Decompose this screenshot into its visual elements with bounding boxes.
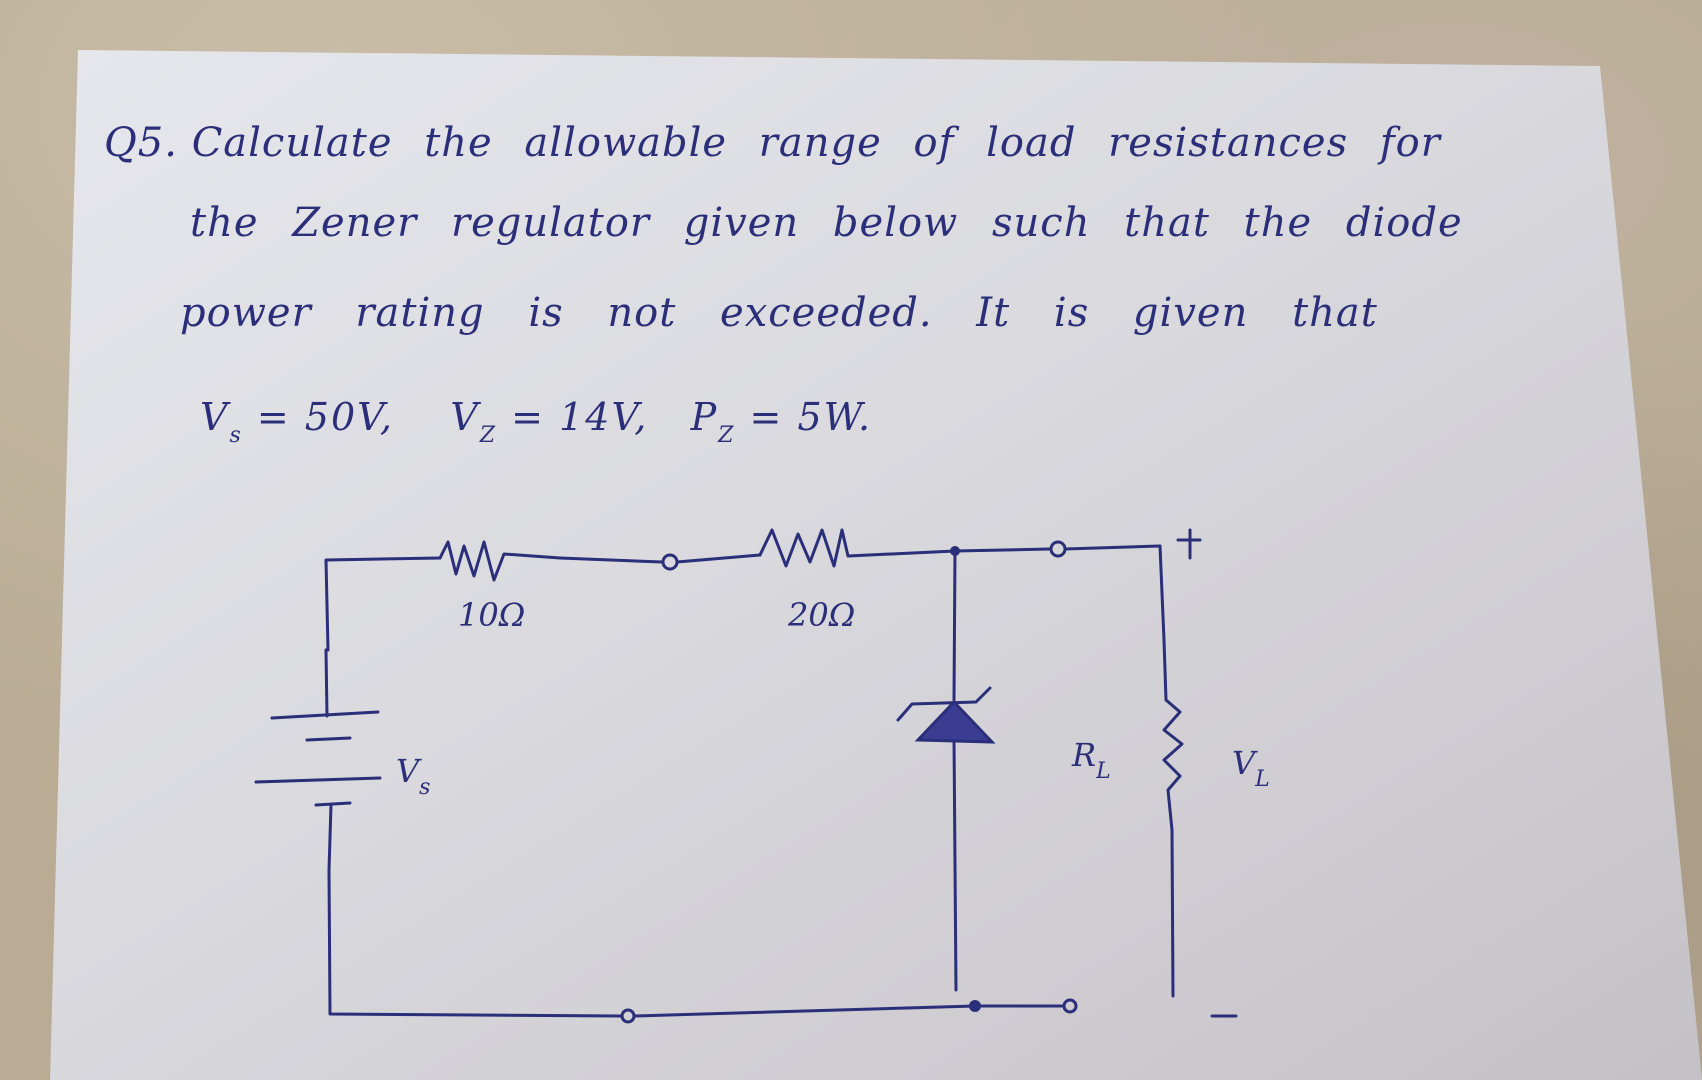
question-line-1: Q5. Calculate the allowable range of loa… [104,120,1441,166]
load-voltage-label: VL [1232,744,1270,792]
load-resistor-rl [1162,698,1184,832]
load-resistance-symbol: R [1072,736,1097,774]
wire-top-right-1 [953,547,1052,553]
question-text-line-2: the Zener regulator given below such tha… [190,200,1463,246]
load-wire-bottom [1170,828,1175,998]
vs-value: = 50V, [256,395,394,439]
battery-lead-bottom [327,803,333,872]
load-voltage-symbol: V [1232,744,1256,782]
wire-bottom-mid [632,1004,1064,1018]
terminal-node-bottom-right [1062,998,1078,1014]
zener-wire-top [952,549,957,702]
wire-top-right-2 [1063,544,1162,551]
source-voltage-symbol: V [396,752,420,790]
junction-dot-top [950,546,960,556]
resistor-10-ohm [438,540,562,582]
vs-symbol: V [200,395,230,439]
junction-dot-bottom [969,1000,981,1012]
load-resistance-subscript: L [1096,759,1111,784]
question-text-line-1: Calculate the allowable range of load re… [191,120,1441,166]
vz-value: = 14V, [511,395,649,439]
battery-plate-4 [314,801,352,807]
terminal-node-bottom-left [620,1008,636,1024]
battery-plate-1 [270,710,380,720]
load-voltage-subscript: L [1255,767,1270,792]
resistor-10-ohm-label: 10Ω [458,596,526,634]
wire-mid-2 [675,553,762,564]
battery-plate-2 [305,736,352,742]
load-resistance-label: RL [1072,736,1111,784]
zener-diode-icon [914,699,996,744]
terminal-node-top-right [1049,540,1067,558]
pz-symbol: P [690,395,719,439]
zener-wire-bottom [952,736,958,992]
question-number: Q5. [104,120,178,166]
battery-plate-3 [254,776,382,784]
battery-lead-top [324,648,329,718]
pz-subscript: Z [718,423,736,448]
resistor-20-ohm-label: 20Ω [788,596,856,634]
wire-top-left [324,556,442,652]
terminal-node-top-middle [661,553,679,571]
source-voltage-label: Vs [396,752,430,800]
vs-subscript: s [229,423,243,448]
wire-bottom-left [327,868,622,1018]
zener-cathode-bar [896,686,992,722]
pz-value: = 5W. [749,395,873,439]
wire-mid-1 [558,556,664,564]
source-voltage-subscript: s [419,775,431,800]
given-values: Vs = 50V, VZ = 14V, PZ = 5W. [200,395,872,448]
vz-subscript: Z [479,423,498,448]
plus-sign [1176,528,1202,560]
question-text-line-3: power rating is not exceeded. It is give… [180,290,1378,336]
resistor-20-ohm [758,528,957,568]
vz-symbol: V [450,395,480,439]
load-wire-top [1158,544,1168,702]
